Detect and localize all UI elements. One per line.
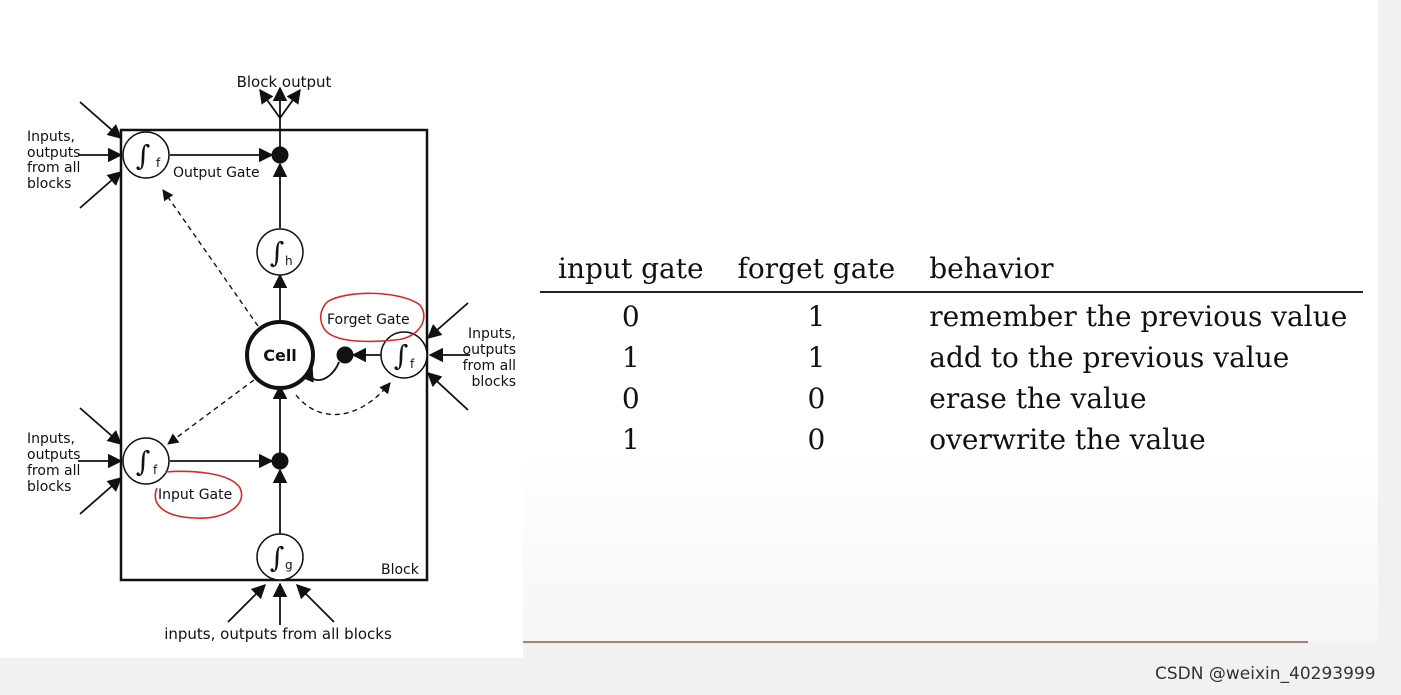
output-gate-inputs bbox=[78, 101, 123, 209]
svg-text:outputs: outputs bbox=[27, 447, 80, 463]
slide-divider bbox=[523, 641, 1308, 643]
peephole-connections bbox=[162, 189, 391, 445]
cell-label: Cell bbox=[263, 346, 297, 365]
gate-subscript: f bbox=[156, 156, 161, 170]
gate-subscript: f bbox=[410, 357, 415, 371]
forget-gate-label: Forget Gate bbox=[327, 312, 410, 328]
input-gate-value: 0 bbox=[621, 300, 640, 333]
svg-text:blocks: blocks bbox=[472, 374, 516, 390]
gate-behavior-table: input gate forget gate behavior 0 1 reme… bbox=[540, 252, 1364, 459]
forget-gate-inputs bbox=[426, 302, 470, 411]
svg-text:Inputs,: Inputs, bbox=[468, 326, 516, 342]
sigmoid-icon: ∫ bbox=[270, 541, 285, 574]
block-label: Block bbox=[381, 562, 420, 578]
svg-text:from all: from all bbox=[463, 358, 516, 374]
table-header-row: input gate forget gate behavior bbox=[540, 252, 1364, 293]
svg-text:from all: from all bbox=[27, 463, 80, 479]
input-multiply-node bbox=[271, 452, 289, 470]
output-multiply-node bbox=[271, 146, 289, 164]
table-row: 0 0 erase the value bbox=[540, 377, 1363, 418]
forget-gate-inputs-label: Inputs, outputs from all blocks bbox=[463, 326, 516, 390]
header-input-gate: input gate bbox=[540, 252, 720, 293]
behavior-text: erase the value bbox=[929, 382, 1147, 415]
cell-node bbox=[245, 320, 315, 390]
input-gate-sigmoid: ∫ f bbox=[122, 437, 170, 485]
table-row: 0 1 remember the previous value bbox=[540, 292, 1363, 336]
output-gate-inputs-label: Inputs, outputs from all blocks bbox=[27, 129, 80, 192]
cell-output-squash: ∫ h bbox=[256, 228, 304, 276]
svg-text:Inputs,: Inputs, bbox=[27, 431, 75, 447]
bottom-inputs-label: inputs, outputs from all blocks bbox=[164, 625, 392, 643]
forget-multiply-node bbox=[336, 346, 354, 364]
forget-gate-value: 1 bbox=[807, 300, 826, 333]
input-gate-label: Input Gate bbox=[158, 487, 232, 503]
forget-gate-sigmoid: ∫ f bbox=[380, 331, 428, 379]
gate-subscript: h bbox=[285, 254, 293, 268]
sigmoid-icon: ∫ bbox=[270, 236, 285, 269]
cell-input-inputs bbox=[227, 582, 335, 625]
output-gate-sigmoid: ∫ f bbox=[122, 131, 170, 179]
behavior-text: add to the previous value bbox=[929, 341, 1290, 374]
sigmoid-icon: ∫ bbox=[136, 445, 151, 478]
behavior-text: overwrite the value bbox=[929, 423, 1206, 456]
block-output-label: Block output bbox=[237, 73, 332, 91]
input-gate-value: 1 bbox=[621, 423, 640, 456]
header-forget-gate: forget gate bbox=[719, 252, 912, 293]
svg-text:from all: from all bbox=[27, 160, 80, 176]
forget-gate-annotation bbox=[319, 292, 425, 343]
forget-gate-value: 1 bbox=[807, 341, 826, 374]
lstm-block-diagram: Block output Cell ∫ bbox=[27, 73, 516, 643]
svg-text:Inputs,: Inputs, bbox=[27, 129, 75, 145]
watermark: CSDN @weixin_40293999 bbox=[1155, 664, 1376, 684]
cell-input-squash: ∫ g bbox=[256, 533, 304, 581]
svg-text:blocks: blocks bbox=[27, 479, 71, 495]
input-gate-value: 1 bbox=[621, 341, 640, 374]
header-behavior: behavior bbox=[911, 252, 1364, 293]
table-row: 1 1 add to the previous value bbox=[540, 336, 1363, 377]
forget-gate-value: 0 bbox=[807, 382, 826, 415]
input-gate-inputs-label: Inputs, outputs from all blocks bbox=[27, 431, 80, 495]
input-gate-inputs bbox=[78, 407, 123, 515]
forget-gate-value: 0 bbox=[807, 423, 826, 456]
lstm-diagram-panel: Block output Cell ∫ bbox=[0, 0, 523, 658]
gate-subscript: f bbox=[153, 463, 158, 477]
sigmoid-icon: ∫ bbox=[394, 339, 409, 372]
output-gate-label: Output Gate bbox=[173, 165, 260, 181]
block-output-arrows bbox=[259, 86, 301, 155]
svg-text:outputs: outputs bbox=[463, 342, 516, 358]
behavior-text: remember the previous value bbox=[929, 300, 1348, 333]
input-gate-value: 0 bbox=[621, 382, 640, 415]
svg-text:outputs: outputs bbox=[27, 145, 80, 161]
slide-panel bbox=[523, 0, 1378, 643]
gate-subscript: g bbox=[285, 558, 293, 572]
sigmoid-icon: ∫ bbox=[136, 139, 151, 172]
internal-connections bbox=[170, 147, 382, 580]
input-gate-annotation bbox=[154, 470, 243, 519]
table-row: 1 0 overwrite the value bbox=[540, 418, 1363, 459]
svg-text:blocks: blocks bbox=[27, 176, 71, 192]
